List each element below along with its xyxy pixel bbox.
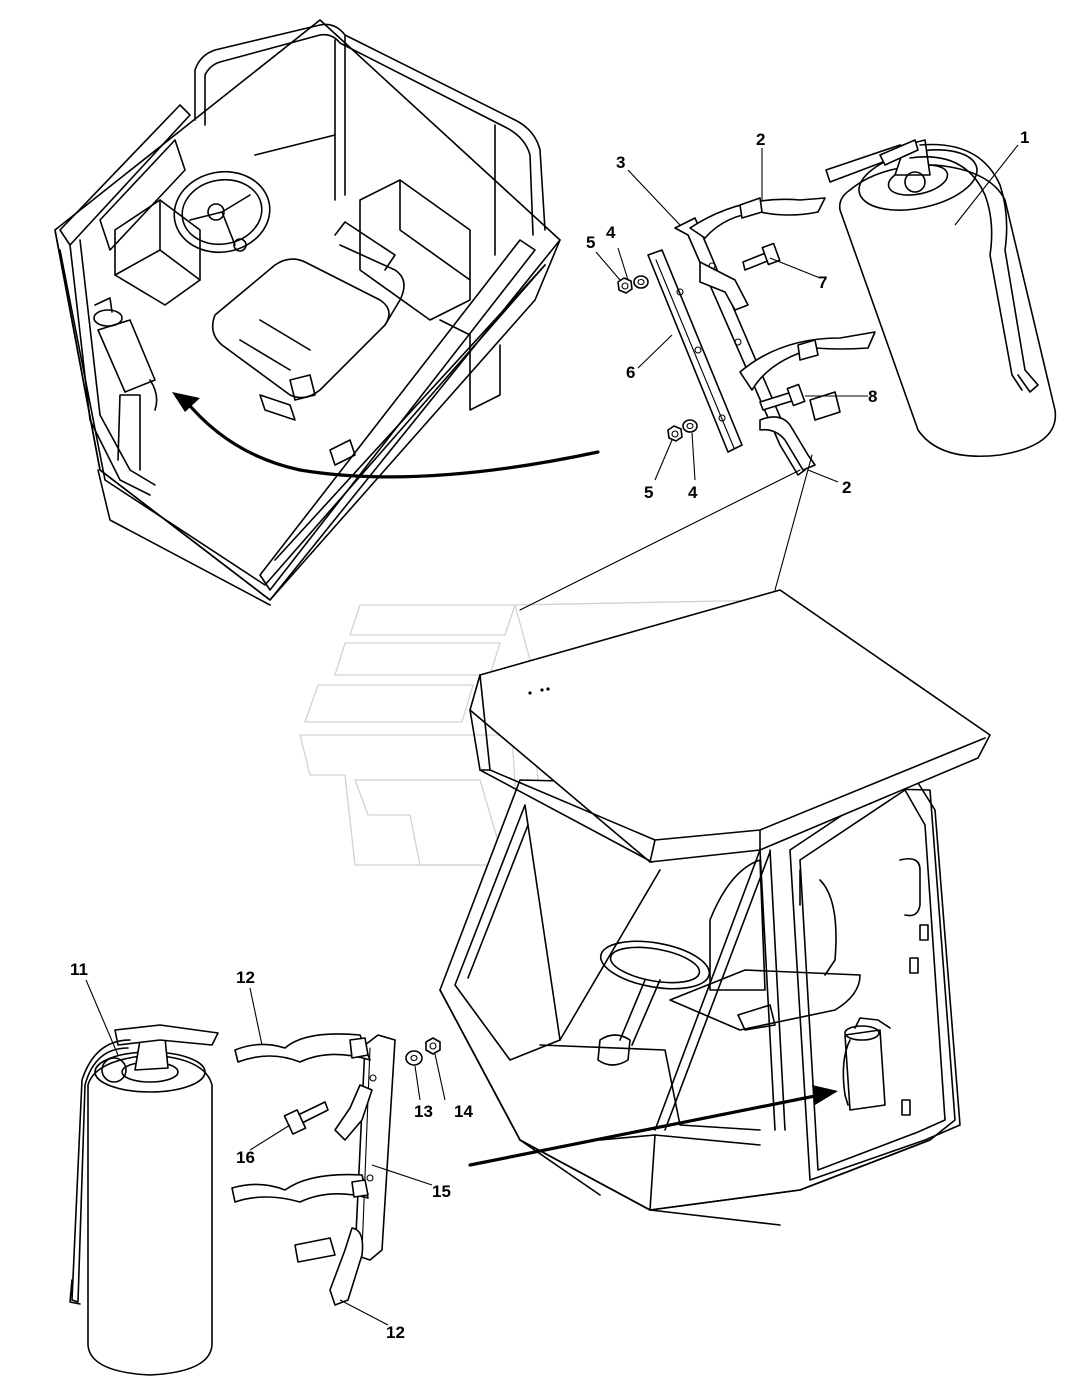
callout-labels: 1 2 3 4 5 7 6 8 5 4 2 11 12 13 14 16 15 … <box>70 128 1029 1342</box>
callout-5-top: 5 <box>586 233 595 252</box>
callout-13: 13 <box>414 1102 433 1121</box>
callout-11: 11 <box>70 960 88 979</box>
callout-3: 3 <box>616 153 625 172</box>
callout-12-top: 12 <box>236 968 255 987</box>
bracket-assembly-bottom <box>231 1033 441 1306</box>
bracket-assembly-top <box>617 197 876 476</box>
callout-8: 8 <box>868 387 877 406</box>
callout-5-bottom: 5 <box>644 483 653 502</box>
fire-extinguisher-icon <box>842 1017 911 1116</box>
callout-4-top: 4 <box>606 223 616 242</box>
callout-14: 14 <box>454 1102 473 1121</box>
cab-platform-illustration <box>54 19 561 606</box>
cab-illustration <box>439 589 991 1226</box>
callout-2-bottom: 2 <box>842 478 851 497</box>
installation-arrow-top <box>172 392 600 479</box>
fire-extinguisher-11-icon <box>69 1024 219 1376</box>
projection-lines <box>519 454 813 611</box>
fire-extinguisher-icon <box>93 297 158 471</box>
callout-leaders <box>85 144 1019 1326</box>
callout-2-top: 2 <box>756 130 765 149</box>
callout-6: 6 <box>626 363 635 382</box>
callout-4-bottom: 4 <box>688 483 698 502</box>
callout-15: 15 <box>432 1182 451 1201</box>
callout-16: 16 <box>236 1148 255 1167</box>
callout-1: 1 <box>1020 128 1029 147</box>
fire-extinguisher-1-icon <box>825 139 1057 458</box>
callout-12-bottom: 12 <box>386 1323 405 1342</box>
callout-7: 7 <box>818 273 827 292</box>
installation-arrow-bottom <box>468 1085 838 1167</box>
